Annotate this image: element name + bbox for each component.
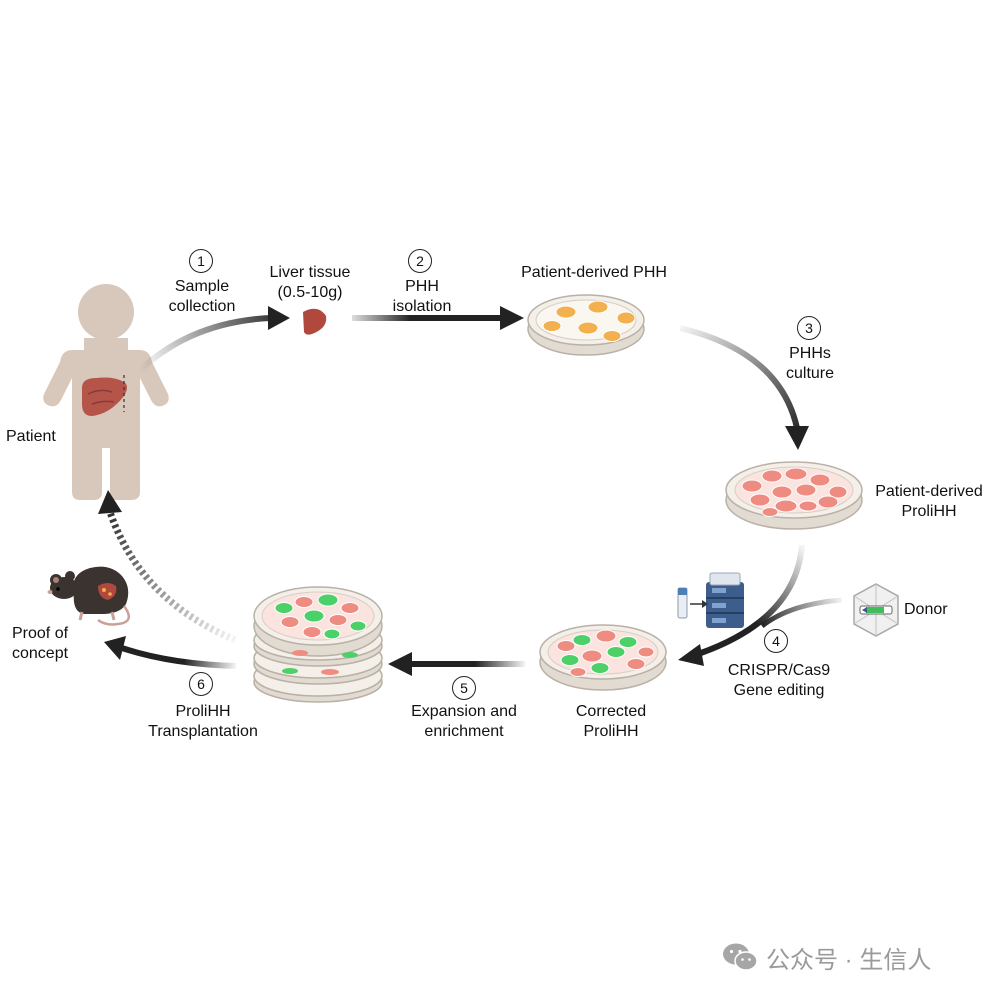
stack-cell bbox=[340, 602, 360, 614]
patient-label: Patient bbox=[6, 428, 56, 445]
prolihh-cell bbox=[741, 479, 763, 493]
arrowhead-5 bbox=[388, 652, 412, 676]
corrected-cell bbox=[556, 640, 576, 652]
prolihh-cell bbox=[749, 493, 771, 507]
mouse-icon bbox=[47, 566, 131, 626]
arrow-return-dotted bbox=[106, 510, 237, 644]
corrected-cell bbox=[618, 636, 638, 648]
prolihh-cell bbox=[817, 495, 839, 509]
phh-cell bbox=[577, 321, 599, 335]
patient-liver bbox=[82, 377, 127, 416]
step-2-badge: 2 bbox=[408, 249, 432, 273]
arrowhead-1 bbox=[268, 306, 290, 330]
stack-cell bbox=[349, 620, 367, 632]
corrected-cell bbox=[637, 646, 655, 658]
patient-head bbox=[78, 284, 134, 340]
corrected-cell bbox=[581, 649, 603, 663]
arrowhead-3 bbox=[785, 426, 809, 450]
mouse-tail bbox=[97, 605, 131, 626]
corrected-cell bbox=[569, 667, 587, 677]
phh-cell bbox=[555, 305, 577, 319]
stack-cell bbox=[328, 614, 348, 626]
arrowhead-2 bbox=[500, 306, 524, 330]
stack-cell bbox=[317, 593, 339, 607]
patient-phh-label: Patient-derived PHH bbox=[521, 264, 667, 281]
phh-cell bbox=[602, 330, 622, 342]
prolihh-cell bbox=[828, 485, 848, 499]
dish-patient-prolihh bbox=[725, 461, 863, 530]
stack-cell bbox=[280, 616, 300, 628]
step-3-label: PHHs culture bbox=[785, 345, 835, 382]
step-5-label: Expansion and enrichment bbox=[411, 703, 517, 740]
mouse-liver bbox=[98, 583, 117, 600]
corrected-cell bbox=[560, 654, 580, 666]
step-4-label: CRISPR/Cas9 Gene editing bbox=[727, 662, 831, 699]
prolihh-cell bbox=[795, 483, 817, 497]
patient-neck bbox=[84, 338, 128, 350]
stack-cell bbox=[294, 596, 314, 608]
arrow-step-3 bbox=[679, 325, 800, 429]
stack-cell bbox=[303, 609, 325, 623]
prolihh-cell bbox=[798, 500, 818, 512]
corrected-cell bbox=[606, 646, 626, 658]
prolihh-cell bbox=[809, 473, 831, 487]
phh-cell bbox=[587, 300, 609, 314]
corrected-cell bbox=[595, 629, 617, 643]
step-5-badge: 5 bbox=[452, 676, 476, 700]
patient-figure bbox=[43, 284, 169, 500]
corrected-prolihh-label: Corrected ProliHH bbox=[575, 703, 647, 740]
dish-corrected-prolihh bbox=[539, 624, 667, 691]
step-4-badge: 4 bbox=[764, 629, 788, 653]
phh-cell bbox=[542, 320, 562, 332]
corrected-cell bbox=[626, 658, 646, 670]
prolihh-cell bbox=[771, 485, 793, 499]
patient-body bbox=[43, 350, 169, 500]
liver-tissue-label: Liver tissue (0.5-10g) bbox=[269, 264, 351, 301]
watermark: 公众号 · 生信人 bbox=[722, 940, 931, 974]
stack-cell bbox=[323, 628, 341, 640]
dish-patient-phh bbox=[527, 294, 645, 356]
arrowhead-6 bbox=[104, 636, 126, 660]
prolihh-cell bbox=[761, 507, 779, 517]
corrected-cell bbox=[590, 662, 610, 674]
prolihh-cell bbox=[774, 499, 798, 513]
step-1-label: Sample collection bbox=[168, 278, 236, 315]
arrowhead-4 bbox=[678, 644, 704, 666]
arrowhead-return bbox=[98, 490, 122, 514]
patient-prolihh-label: Patient-derived ProliHH bbox=[875, 483, 983, 520]
sequencer-device-icon bbox=[677, 572, 744, 628]
step-1-badge: 1 bbox=[189, 249, 213, 273]
step-6-badge: 6 bbox=[189, 672, 213, 696]
donor-vector-icon bbox=[853, 583, 899, 637]
donor-label: Donor bbox=[904, 601, 948, 618]
liver-tissue-icon bbox=[303, 308, 327, 335]
corrected-cell bbox=[572, 634, 592, 646]
arrow-step-4 bbox=[697, 544, 805, 657]
phh-cell bbox=[616, 311, 636, 325]
arrow-donor-merge bbox=[760, 597, 843, 628]
step-6-label: ProliHH Transplantation bbox=[148, 703, 258, 740]
step-2-label: PHH isolation bbox=[392, 278, 452, 315]
stack-cell bbox=[274, 602, 294, 614]
proof-of-concept-label: Proof of concept bbox=[12, 625, 69, 662]
prolihh-cell bbox=[761, 469, 783, 483]
arrow-step-6 bbox=[121, 645, 237, 669]
dish-stack bbox=[253, 586, 383, 703]
watermark-text: 公众号 · 生信人 bbox=[766, 946, 932, 974]
stack-cell bbox=[302, 626, 322, 638]
arrow-step-1 bbox=[135, 315, 271, 375]
wechat-icon bbox=[723, 943, 758, 971]
step-3-badge: 3 bbox=[797, 316, 821, 340]
prolihh-cell bbox=[784, 467, 808, 481]
